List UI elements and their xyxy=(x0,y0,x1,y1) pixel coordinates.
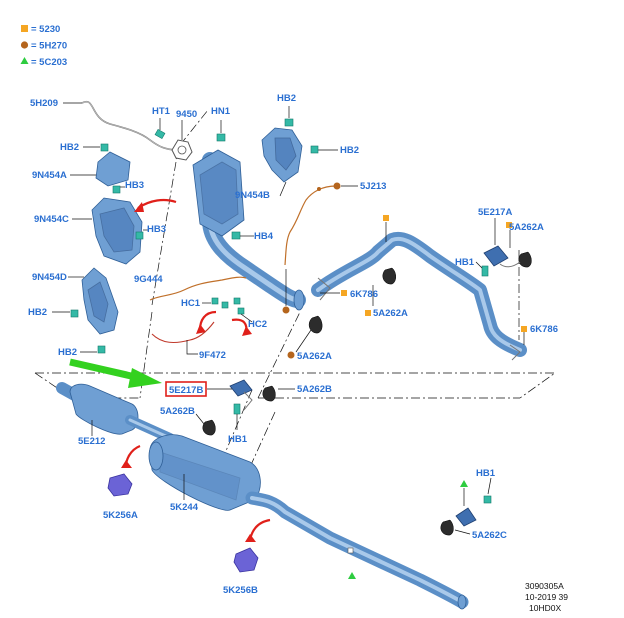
label-5a262b-a: 5A262B xyxy=(297,384,332,395)
heat-shield-left-group xyxy=(52,143,148,354)
label-hn1: HN1 xyxy=(211,106,231,117)
label-5j213: 5J213 xyxy=(360,181,386,192)
main-silencer-5k244 xyxy=(148,434,469,610)
label-hb2-c: HB2 xyxy=(28,307,47,318)
label-9n454d: 9N454D xyxy=(32,272,67,283)
label-5a262a-a: 5A262A xyxy=(509,222,544,233)
bracket-5e217a xyxy=(475,218,532,277)
legend-square-icon xyxy=(21,25,28,32)
callout-labels: 5H209 HT1 9450 HN1 HB2 HB2 HB2 9N454A HB… xyxy=(28,93,558,596)
gasket-9450 xyxy=(171,120,193,161)
label-5e212: 5E212 xyxy=(78,436,105,447)
label-hb1-c: HB1 xyxy=(476,468,496,479)
bracket-5e217b xyxy=(195,379,295,436)
front-muffler-5e212 xyxy=(56,382,175,443)
label-5a262a-c: 5A262A xyxy=(297,351,332,362)
label-5e217a: 5E217A xyxy=(478,207,512,218)
label-5a262c: 5A262C xyxy=(472,530,507,541)
label-hb1-b: HB1 xyxy=(228,434,248,445)
label-9n454c: 9N454C xyxy=(34,214,69,225)
label-hb2-a: HB2 xyxy=(60,142,79,153)
heat-shield-9n454b xyxy=(261,106,338,197)
bolt-ht1 xyxy=(154,118,166,140)
isolators-5k256 xyxy=(107,444,271,573)
label-hc2: HC2 xyxy=(248,319,267,330)
legend-label-5c203: = 5C203 xyxy=(31,57,67,68)
reference-line-1: 3090305A xyxy=(525,581,564,591)
label-6k786-b: 6K786 xyxy=(530,324,558,335)
red-arrows-upper xyxy=(134,198,252,336)
label-9450: 9450 xyxy=(176,109,197,120)
catalytic-converter xyxy=(192,149,306,311)
hanger-6k786-right xyxy=(509,326,527,361)
legend: = 5230 = 5H270 = 5C203 xyxy=(20,24,67,68)
harness-5h209 xyxy=(63,100,179,151)
label-hb3-b: HB3 xyxy=(147,224,166,235)
label-5a262a-b: 5A262A xyxy=(373,308,408,319)
legend-label-5h270: = 5H270 xyxy=(31,41,67,52)
reference-line-2: 10-2019 39 xyxy=(525,592,568,602)
intermediate-pipe xyxy=(287,215,527,359)
label-9g444: 9G444 xyxy=(134,274,163,285)
label-9f472: 9F472 xyxy=(199,350,226,361)
label-5a262b-b: 5A262B xyxy=(160,406,195,417)
label-6k786-a: 6K786 xyxy=(350,289,378,300)
hanger-5a262c xyxy=(348,477,492,579)
label-hb2-d: HB2 xyxy=(58,347,77,358)
reference-block: 3090305A 10-2019 39 10HD0X xyxy=(525,581,568,613)
label-9n454b: 9N454B xyxy=(235,190,270,201)
label-hb2-b: HB2 xyxy=(340,145,359,156)
legend-triangle-icon xyxy=(20,57,29,64)
label-hb4: HB4 xyxy=(254,231,274,242)
label-5e217b: 5E217B xyxy=(169,385,203,396)
legend-label-5230: = 5230 xyxy=(31,24,60,35)
nut-hn1 xyxy=(216,120,226,142)
label-hb3-a: HB3 xyxy=(125,180,144,191)
label-hc1: HC1 xyxy=(181,298,201,309)
legend-circle-icon xyxy=(20,41,29,49)
label-5h209: 5H209 xyxy=(30,98,58,109)
label-9n454a: 9N454A xyxy=(32,170,67,181)
highlight-box-5e217b xyxy=(165,381,207,397)
sensor-wire-5j213 xyxy=(282,182,358,314)
label-hb1-a: HB1 xyxy=(455,257,475,268)
reference-line-3: 10HD0X xyxy=(529,603,561,613)
label-ht1: HT1 xyxy=(152,106,171,117)
label-5k244: 5K244 xyxy=(170,502,199,513)
label-5k256a: 5K256A xyxy=(103,510,138,521)
sensor-wires-lower xyxy=(149,276,253,355)
label-5k256b: 5K256B xyxy=(223,585,258,596)
green-pointer-arrow xyxy=(69,358,162,388)
label-hb2-top: HB2 xyxy=(277,93,296,104)
